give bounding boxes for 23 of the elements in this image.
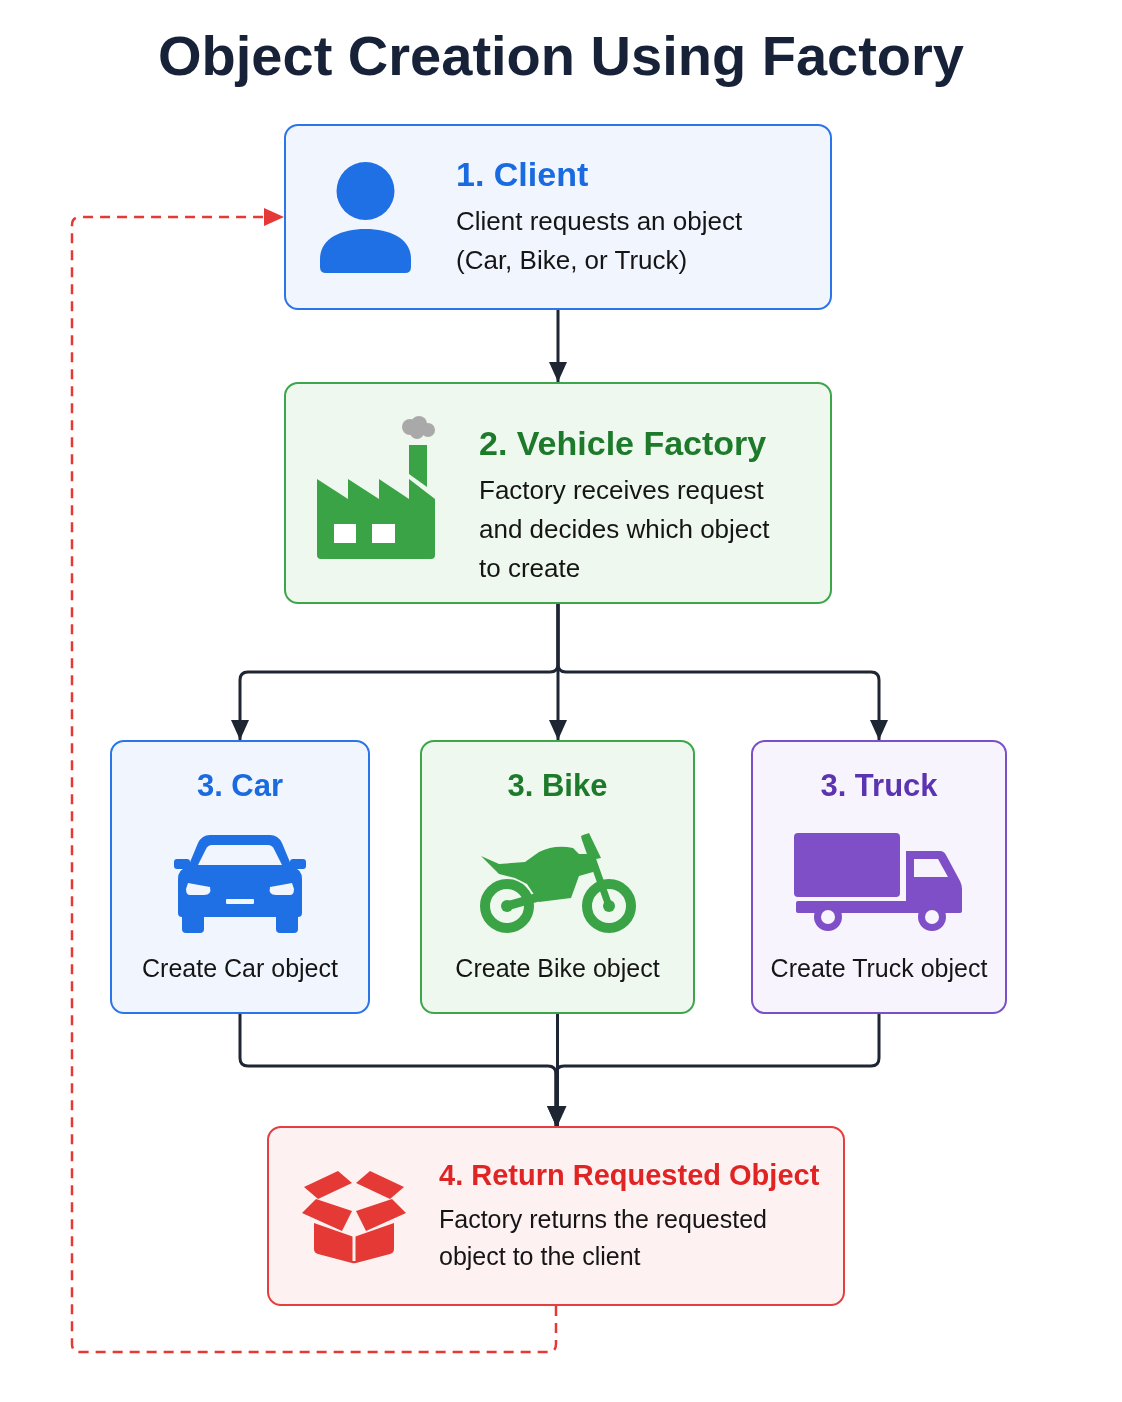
arrow [549, 310, 567, 382]
step-card [267, 1126, 845, 1306]
step-card [110, 740, 370, 1014]
step-title: 4. Return Requested Object [439, 1158, 821, 1193]
arrow [556, 604, 888, 740]
step-title: 2. Vehicle Factory [479, 422, 768, 463]
step-title: 1. Client [456, 154, 590, 194]
diagram-title: Object Creation Using Factory [158, 23, 964, 89]
step-title: 3. Bike [507, 767, 608, 805]
step-description: Client requests an object (Car, Bike, or Truck) [456, 205, 744, 277]
step-description: Create Car object [142, 953, 338, 983]
step-card [420, 740, 695, 1014]
step-title: 3. Truck [820, 767, 938, 805]
step-description: Create Truck object [770, 953, 988, 983]
step-card [284, 382, 832, 604]
step-card [751, 740, 1007, 1014]
step-description: Factory receives request and decides which object to create [479, 473, 771, 585]
arrow [547, 1014, 881, 1126]
step-description: Create Bike object [455, 953, 660, 983]
step-description: Factory returns the requested object to the client [439, 1204, 768, 1272]
step-title: 3. Car [196, 767, 284, 805]
step-card [284, 124, 832, 310]
dashed-arrow [70, 208, 558, 1354]
